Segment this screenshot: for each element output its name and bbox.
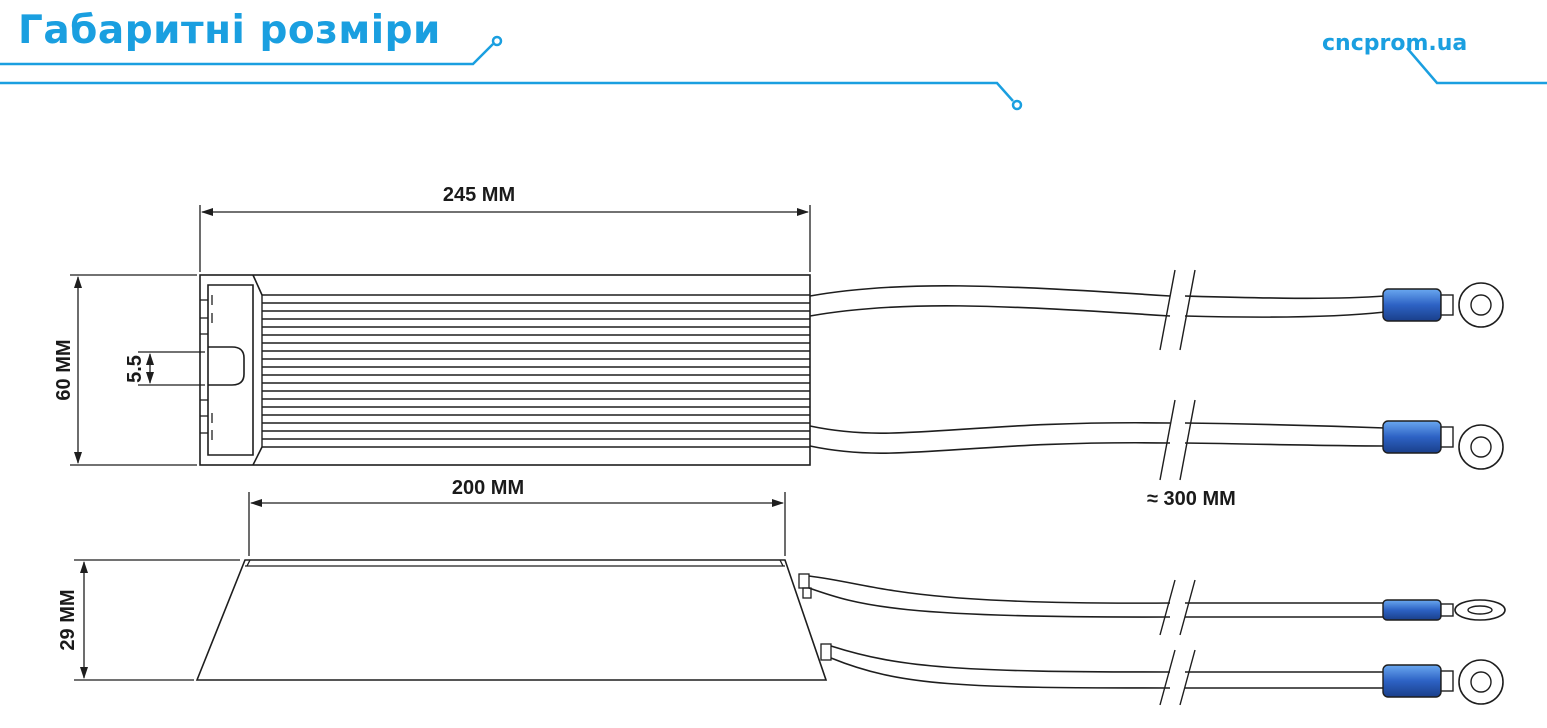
dim-label-slot: 5.5 [124, 355, 146, 383]
top-view [199, 269, 1386, 481]
cable-top-2 [809, 399, 1386, 481]
heatsink-fins [261, 294, 810, 448]
ring-terminal-side-1 [1382, 599, 1506, 621]
resistor-body-top [199, 274, 811, 466]
dim-label-height-side: 29 MM [57, 589, 79, 650]
cable-top-1 [809, 269, 1386, 351]
ring-terminal-side-2 [1382, 659, 1504, 705]
dim-base-length [248, 492, 786, 556]
side-view [195, 559, 1385, 706]
brand-logo-text: cncprom.ua [1322, 31, 1468, 56]
cable-side-2 [830, 645, 1385, 706]
dim-slot [138, 351, 205, 386]
ring-terminal-top-2 [1382, 420, 1504, 470]
dim-length-top [199, 205, 811, 272]
page-title: Габаритні розміри [18, 8, 441, 53]
dim-height-side [74, 559, 240, 681]
end-profile [207, 284, 254, 456]
dim-label-cable-length: ≈ 300 MM [1147, 488, 1236, 510]
dim-label-height-front: 60 MM [53, 339, 75, 400]
dim-label-base-length: 200 MM [452, 477, 524, 499]
cable-side-1 [808, 575, 1385, 636]
resistor-body-side [195, 559, 828, 681]
header-decoration [0, 35, 1547, 111]
ring-terminal-top-1 [1382, 282, 1504, 328]
dim-label-length-top: 245 MM [443, 184, 515, 206]
dim-height-front [70, 274, 197, 466]
